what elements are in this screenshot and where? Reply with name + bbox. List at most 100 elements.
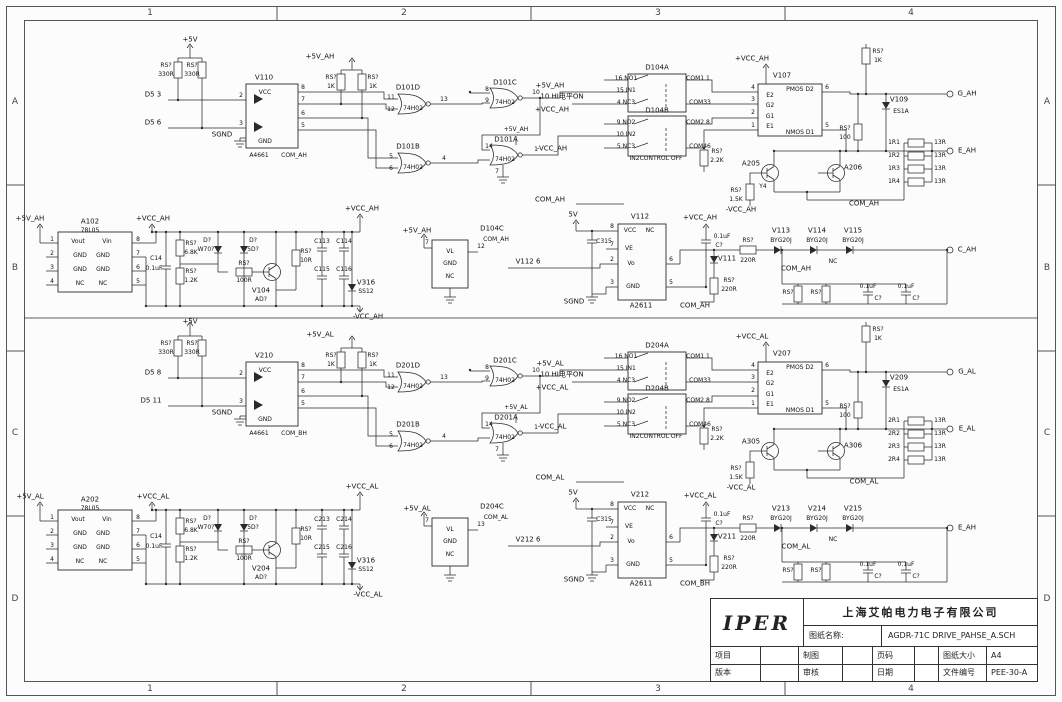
label-5d: 5D? xyxy=(247,524,259,531)
label-v212-6: V212 6 xyxy=(515,535,541,544)
label-0-1uf: 0.1uF xyxy=(859,283,877,290)
label-3: 3 xyxy=(610,279,614,286)
label-5-nc3: 5 NC3 xyxy=(616,421,636,428)
label-100r: 100R xyxy=(236,555,252,562)
label-es1a: ES1A xyxy=(893,386,909,393)
label-1-2k: 1.2K xyxy=(184,277,198,284)
label-c14: C14 xyxy=(150,533,162,540)
label-0-1uf: 0.1uF xyxy=(897,561,915,568)
label-1k: 1K xyxy=(327,361,335,368)
label-ss12: SS12 xyxy=(358,566,374,573)
label-rs: RS? xyxy=(186,62,198,69)
label-5v-al: +5V_AL xyxy=(504,404,528,411)
label-5v-al: +5V_AL xyxy=(306,330,334,339)
size-label: 图纸大小 xyxy=(939,647,987,664)
label-gnd: GND xyxy=(626,561,640,568)
label-d5-8: D5 8 xyxy=(144,368,162,377)
label-d104b: D104B xyxy=(645,106,669,115)
label-e1: E1 xyxy=(766,401,774,408)
label-byg20j: BYG20J xyxy=(770,237,792,244)
label-vcc-al: -VCC_AL xyxy=(353,590,383,599)
label-com2-8: COM2 8 xyxy=(686,119,710,126)
label-d104a: D104A xyxy=(645,63,669,72)
label-220r: 220R xyxy=(740,535,756,542)
label-d101b: D101B xyxy=(396,142,420,151)
label-3: 3 xyxy=(751,96,755,103)
label-4: 4 xyxy=(908,8,914,18)
label-6: 6 xyxy=(301,388,305,395)
label-nc: NC xyxy=(645,227,655,234)
drawn-label: 制图 xyxy=(799,647,843,664)
sheet-frame xyxy=(6,6,1056,696)
label-gnd: GND xyxy=(258,138,272,145)
label-nc: NC xyxy=(445,551,455,558)
label-9: 9 xyxy=(485,375,489,382)
label-d101d: D101D xyxy=(395,83,421,92)
label-5v-ah: +5V_AH xyxy=(15,214,45,223)
label-vcc-al: +VCC_AL xyxy=(535,383,569,392)
label-gnd: GND xyxy=(96,544,110,551)
label-gnd: GND xyxy=(96,530,110,537)
label-13: 13 xyxy=(440,96,448,103)
label-com46: COM46 xyxy=(689,421,711,428)
label-100: 100 xyxy=(839,412,851,419)
date-label: 日期 xyxy=(873,664,915,681)
label-d204c: D204C xyxy=(480,502,504,511)
label-com-bh: COM_BH xyxy=(679,579,711,588)
label-d201a: D201A xyxy=(494,413,518,422)
label-4: 4 xyxy=(442,155,446,162)
label-v215: V215 xyxy=(843,504,863,513)
label-74h02: 74H02 xyxy=(495,99,515,106)
label-7: 7 xyxy=(610,241,614,248)
label-1k: 1K xyxy=(874,57,882,64)
label-16-no1: 16 NO1 xyxy=(614,353,638,360)
label-vl: VL xyxy=(446,526,454,533)
label-sgnd: SGND xyxy=(563,575,585,584)
label-8: 8 xyxy=(485,86,489,93)
label-6-8k: 6.8K xyxy=(184,249,198,256)
label-d: D? xyxy=(249,515,257,522)
label-rs: RS? xyxy=(872,48,884,55)
label-6: 6 xyxy=(825,362,829,369)
project-label: 项目 xyxy=(711,647,761,664)
label-d5-11: D5 11 xyxy=(140,396,162,405)
label-com-ah: COM_AH xyxy=(483,236,509,243)
doc-no-label: 文件编号 xyxy=(939,664,987,681)
label-220r: 220R xyxy=(721,286,737,293)
label-5v-al: +5V_AL xyxy=(536,359,564,368)
label-in2control-off: IN2CONTROL OFF xyxy=(629,433,683,440)
label-c: C? xyxy=(912,573,920,580)
label-1k: 1K xyxy=(874,335,882,342)
label-d104c: D104C xyxy=(480,224,504,233)
label-1: 1 xyxy=(751,122,755,129)
label-rs: RS? xyxy=(711,426,723,433)
label-4: 4 xyxy=(442,433,446,440)
label-rs: RS? xyxy=(810,567,822,574)
label-8: 8 xyxy=(301,362,305,369)
label-8: 8 xyxy=(301,84,305,91)
label-6: 6 xyxy=(136,542,140,549)
label-a202: A202 xyxy=(80,495,100,504)
label-74h02: 74H02 xyxy=(495,434,515,441)
label-gnd: GND xyxy=(258,416,272,423)
label-3: 3 xyxy=(610,557,614,564)
label-c-ah: C_AH xyxy=(957,245,977,254)
label-13r: 13R xyxy=(934,178,946,185)
label-rs: RS? xyxy=(300,248,312,255)
checked-value xyxy=(843,664,873,681)
label-rs: RS? xyxy=(810,289,822,296)
label-vcc-al: +VCC_AL xyxy=(735,332,769,341)
label-7: 7 xyxy=(425,517,429,524)
label-a205: A205 xyxy=(741,159,761,168)
label-2: 2 xyxy=(751,387,755,394)
label-7: 7 xyxy=(610,519,614,526)
label-g1: G1 xyxy=(765,391,775,398)
label-1k: 1K xyxy=(369,83,377,90)
label-5v-al: +5V_AL xyxy=(403,504,431,513)
label-v316: V316 xyxy=(356,278,376,287)
label-74h02: 74H02 xyxy=(403,164,423,171)
label-g-al: G_AL xyxy=(958,367,976,376)
label-9-no2: 9 NO2 xyxy=(616,119,636,126)
label-74h02: 74H02 xyxy=(495,156,515,163)
label-byg20j: BYG20J xyxy=(806,237,828,244)
